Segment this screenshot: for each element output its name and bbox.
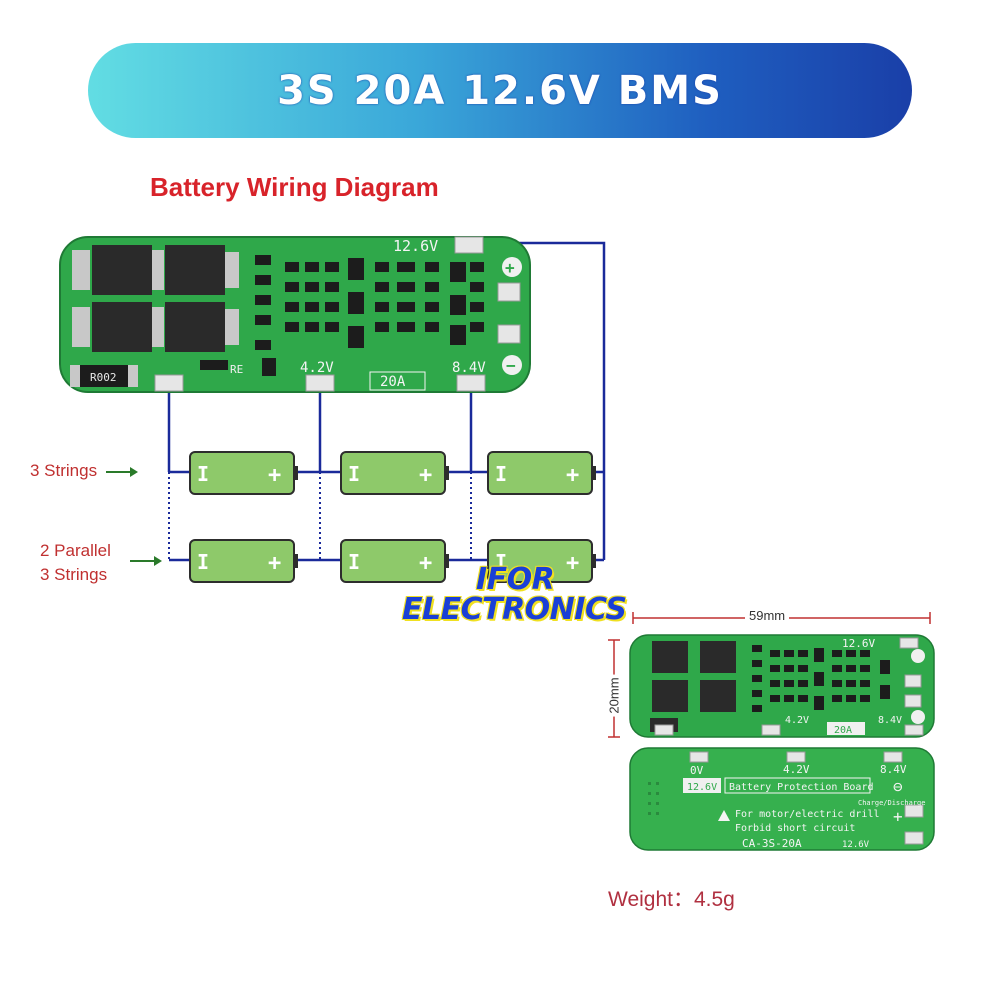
cell-plus-label: +: [268, 463, 281, 488]
back-0v-label: 0V: [690, 764, 704, 777]
title-banner: 3S 20A 12.6V BMS: [88, 43, 912, 138]
cell-minus-label: I: [197, 550, 209, 574]
voltage-12v6-label: 12.6V: [393, 237, 438, 255]
front-voltage-12v6: 12.6V: [842, 637, 875, 650]
wiring-diagram-title: Battery Wiring Diagram: [150, 172, 439, 202]
front-voltage-4v2: 4.2V: [785, 715, 809, 726]
weight-label: Weight：4.5g: [608, 888, 735, 911]
bms-board-large: R002 RE + − 12.6V 4.2V 8.4V 20A: [59, 236, 531, 393]
cell-plus-label: +: [419, 551, 432, 576]
back-minus-mark: ⊖: [893, 777, 903, 796]
re-label: RE: [230, 363, 243, 376]
cell: I +: [189, 539, 298, 583]
cell-minus-label: I: [348, 550, 360, 574]
watermark-line1: IFOR: [476, 562, 555, 597]
mosfets: [92, 245, 225, 352]
cell-minus-label: I: [495, 462, 507, 486]
cells-series: I + I + I +: [189, 451, 596, 495]
cell: I +: [340, 451, 449, 495]
voltage-4v2-label: 4.2V: [300, 360, 334, 376]
dimension-height-label: 20mm: [606, 674, 622, 717]
watermark-line2: ELECTRONICS: [402, 592, 627, 627]
cell-minus-label: I: [348, 462, 360, 486]
bms-board-back: 0V 4.2V 8.4V 12.6V Battery Protection Bo…: [629, 747, 935, 851]
resistor-label: R002: [90, 371, 117, 384]
watermark: IFOR ELECTRONICS: [402, 565, 652, 625]
cell-plus-label: +: [566, 551, 579, 576]
back-warning-1: For motor/electric drill: [735, 809, 880, 820]
plus-mark: +: [505, 258, 515, 277]
cell-plus-label: +: [419, 463, 432, 488]
cell: I +: [487, 451, 596, 495]
back-4v2-label: 4.2V: [783, 763, 810, 776]
back-8v4-label: 8.4V: [880, 763, 907, 776]
wires: [167, 241, 606, 562]
arrow-icon: [106, 467, 162, 566]
warning-icon: [718, 810, 730, 821]
front-current-20a: 20A: [834, 725, 852, 736]
cell: I +: [487, 539, 596, 583]
minus-mark: −: [506, 356, 516, 375]
bms-board-front: 12.6V 4.2V 8.4V 20A: [629, 634, 935, 738]
cell: I +: [340, 539, 449, 583]
dimension-width-label: 59mm: [745, 608, 790, 623]
cell-minus-label: I: [197, 462, 209, 486]
back-charge-label: Charge/Discharge: [858, 799, 925, 807]
three-strings-label: 3 Strings: [30, 461, 98, 480]
front-voltage-8v4: 8.4V: [878, 715, 902, 726]
back-plus-mark: +: [893, 807, 903, 826]
parallel-label-line1: 2 Parallel: [40, 541, 111, 560]
cell: I +: [189, 451, 298, 495]
voltage-8v4-label: 8.4V: [452, 360, 486, 376]
cell-plus-label: +: [566, 463, 579, 488]
banner-title: 3S 20A 12.6V BMS: [277, 67, 723, 114]
cells-parallel: I + I + I +: [189, 539, 596, 583]
current-20a-label: 20A: [380, 374, 406, 390]
cell-minus-label: I: [495, 550, 507, 574]
back-warning-2: Forbid short circuit: [735, 823, 855, 834]
back-v-label: 12.6V: [687, 782, 717, 793]
back-title-label: Battery Protection Board: [729, 782, 874, 793]
back-model-voltage: 12.6V: [842, 840, 870, 850]
back-model-label: CA-3S-20A: [742, 837, 802, 850]
parallel-label-line2: 3 Strings: [40, 565, 108, 584]
cell-plus-label: +: [268, 551, 281, 576]
